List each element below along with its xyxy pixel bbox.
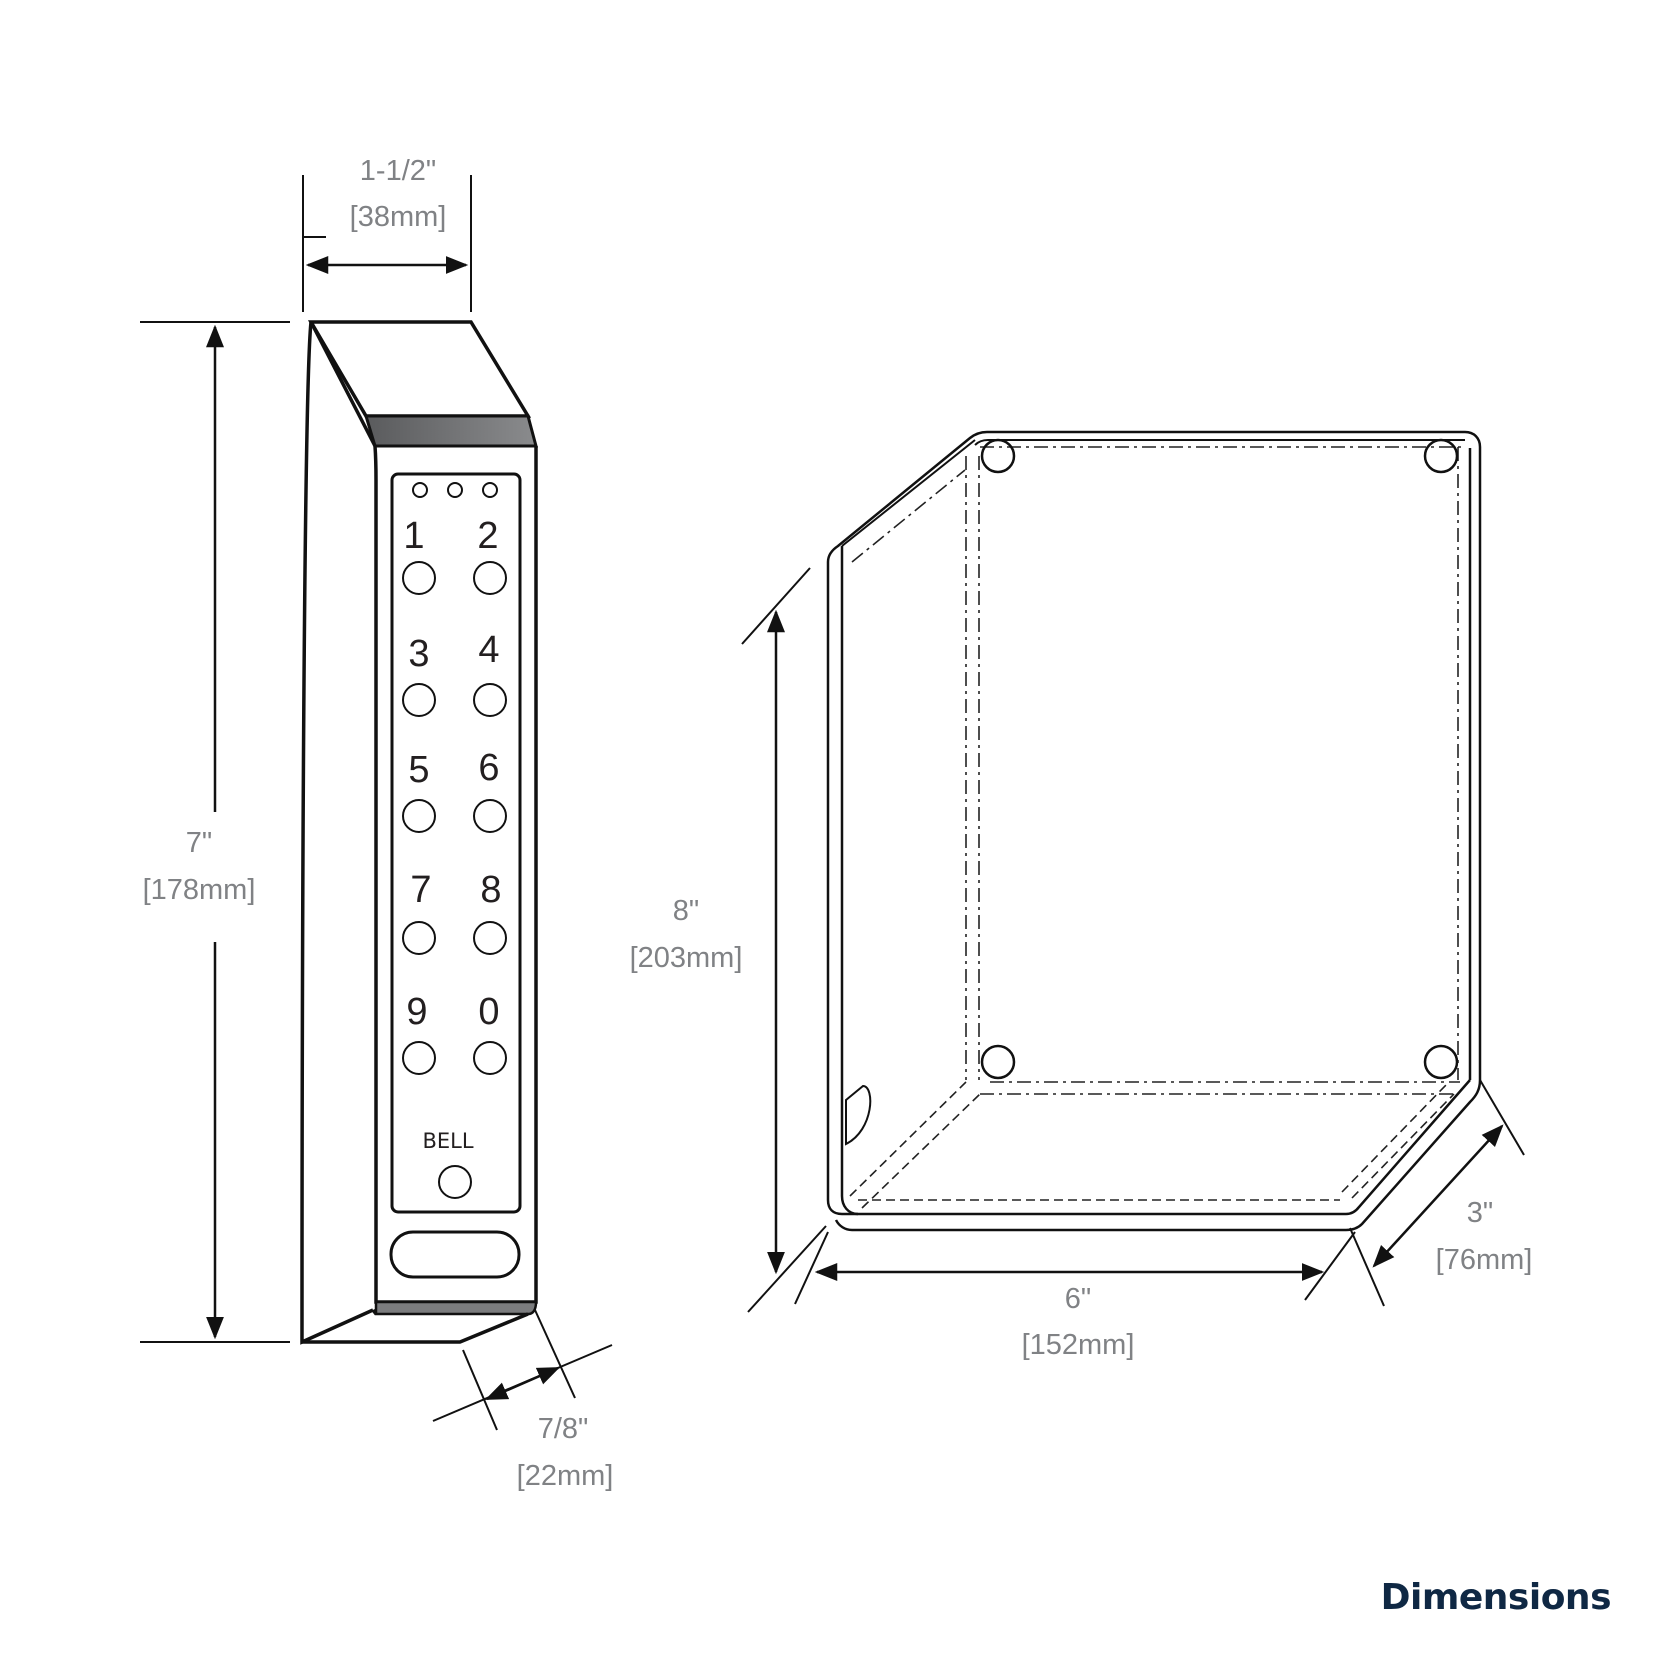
caption-title: Dimensions [1380, 1577, 1612, 1618]
keypad-height-imperial: 7" [186, 827, 212, 859]
key-label: 0 [478, 991, 499, 1033]
enclosure-width-imperial: 6" [1065, 1283, 1091, 1315]
mounting-hole-icon [980, 438, 1016, 474]
keypad-drawing: 1 2 3 4 5 6 7 8 9 0 BELL 1-1/2" [38mm] [140, 155, 613, 1492]
latch-tab [845, 1084, 872, 1146]
bell-button [438, 1165, 472, 1199]
key-button-7 [402, 921, 436, 955]
keypad-depth-imperial: 7/8" [538, 1413, 589, 1445]
led-indicator-icon [482, 482, 498, 498]
key-label: 8 [480, 869, 501, 911]
enclosure-height-imperial: 8" [673, 895, 699, 927]
keypad-width-imperial: 1-1/2" [360, 155, 436, 187]
keypad-depth-metric: [22mm] [517, 1460, 614, 1492]
enclosure-height-metric: [203mm] [630, 942, 743, 974]
enclosure-depth-metric: [76mm] [1436, 1244, 1533, 1276]
key-label: 5 [408, 749, 429, 791]
keypad-height-metric: [178mm] [143, 874, 256, 906]
key-button-3 [402, 683, 436, 717]
bell-label: BELL [422, 1129, 473, 1153]
key-label: 7 [410, 869, 431, 911]
reader-slot [389, 1230, 521, 1279]
bottom-band [374, 1300, 538, 1316]
key-label: 9 [406, 991, 427, 1033]
key-button-2 [473, 561, 507, 595]
mounting-hole-icon [1423, 438, 1459, 474]
key-label: 6 [478, 747, 499, 789]
key-button-6 [473, 799, 507, 833]
keypad-width-metric: [38mm] [350, 201, 447, 233]
key-button-0 [473, 1041, 507, 1075]
enclosure-width-metric: [152mm] [1022, 1329, 1135, 1361]
key-label: 1 [403, 515, 424, 557]
key-button-9 [402, 1041, 436, 1075]
key-button-8 [473, 921, 507, 955]
key-button-4 [473, 683, 507, 717]
led-indicator-icon [412, 482, 428, 498]
key-label: 3 [408, 633, 429, 675]
enclosure-drawing: 8" [203mm] 6" [152mm] 3" [76mm] [630, 430, 1533, 1361]
keypad-panel [390, 472, 522, 1214]
mounting-hole-icon [980, 1044, 1016, 1080]
key-button-1 [402, 561, 436, 595]
key-button-5 [402, 799, 436, 833]
enclosure-depth-imperial: 3" [1467, 1197, 1493, 1229]
key-label: 2 [477, 515, 498, 557]
mounting-hole-icon [1423, 1044, 1459, 1080]
led-indicator-icon [447, 482, 463, 498]
top-band [363, 414, 538, 448]
key-label: 4 [478, 629, 499, 671]
